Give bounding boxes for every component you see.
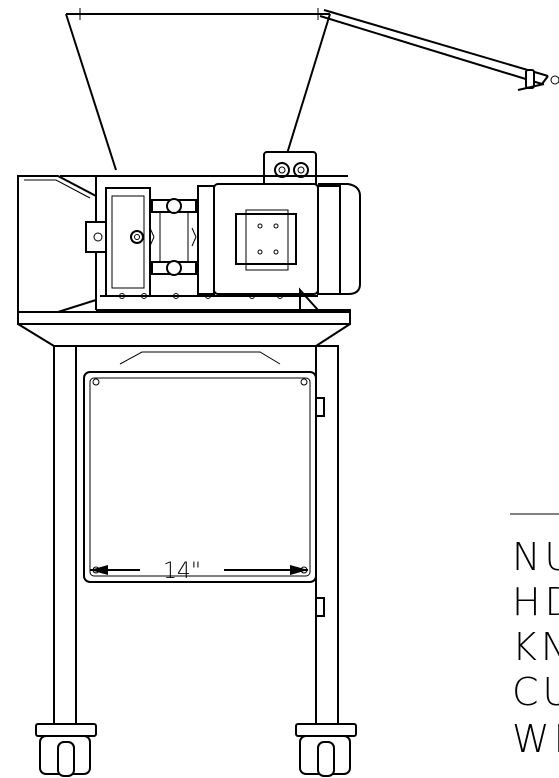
note-line-3: KN [512,625,559,669]
left-guard [17,175,109,313]
cutter-housing [105,187,197,297]
hopper-lid [319,9,559,91]
caster-right [295,723,357,777]
drawing-notes: NU HD KN CU WE [510,513,559,761]
coupling [151,198,197,276]
note-line-2: HD [512,580,559,624]
stand-frame [17,311,351,727]
note-line-4: CU [512,670,559,714]
note-line-5: WE [512,717,559,761]
motor [197,183,361,295]
dimension-label: 14" [163,559,201,584]
note-line-1: NU [512,535,559,579]
caster-left [35,723,97,777]
electrical-enclosure [83,371,325,617]
width-dimension: 14" [90,559,308,584]
junction-box [263,151,317,189]
base-plate [100,293,318,299]
hopper [65,8,331,171]
